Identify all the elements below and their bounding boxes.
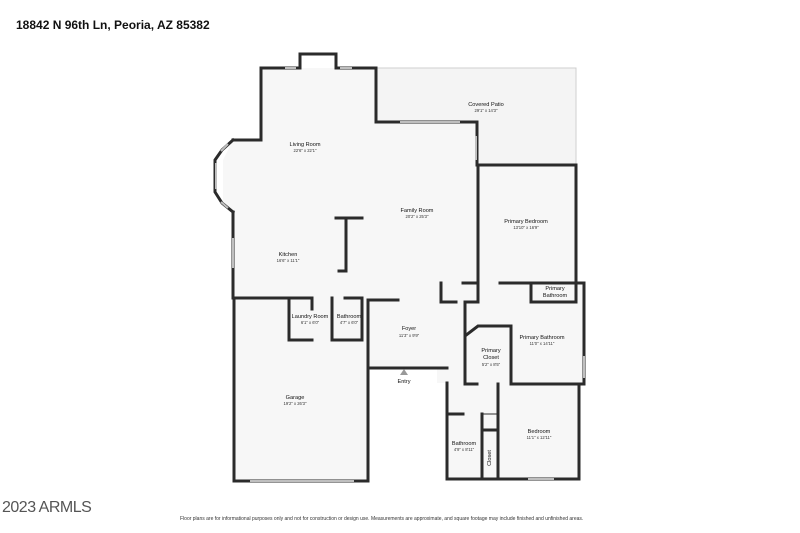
garage-dimensions: 19'2" x 26'3" [284,401,307,406]
garage-label: Garage [286,395,305,401]
bedroom-dimensions: 11'1" x 12'11" [527,435,552,440]
laundry-room-label: Laundry Room [292,314,329,320]
living-room-dimensions: 22'6" x 22'1" [294,148,317,153]
covered-patio-label: Covered Patio [468,102,503,108]
bathroom-2-dimensions: 4'9" x 8'11" [454,447,475,452]
disclaimer-text: Floor plans are for informational purpos… [180,516,584,522]
primary-closet-dimensions: 5'2" x 8'5" [482,362,501,367]
foyer-label: Foyer [402,326,416,332]
bedroom-label: Bedroom [528,429,551,435]
foyer-dimensions: 11'3" x 9'9" [399,333,420,338]
kitchen-label: Kitchen [279,252,298,258]
primary-bathroom-small-label-2: Bathroom [543,293,568,299]
primary-bedroom-label: Primary Bedroom [504,219,548,225]
primary-closet-label-1: Primary [481,348,500,354]
property-address: 18842 N 96th Ln, Peoria, AZ 85382 [16,18,210,32]
entry-arrow-icon [400,369,408,375]
room-labels: Covered Patio 29'1" x 14'3" Living Room … [277,102,568,466]
interior-walls [232,163,581,481]
kitchen-dimensions: 16'6" x 11'1" [277,258,300,263]
laundry-room-dimensions: 6'1" x 6'0" [301,320,320,325]
closet-label: Closet [487,450,493,466]
primary-closet-label-2: Closet [483,355,499,361]
bathroom-1-dimensions: 4'7" x 6'0" [340,320,359,325]
primary-bathroom-label: Primary Bathroom [519,335,564,341]
entry-label: Entry [397,379,410,385]
family-room-dimensions: 20'2" x 25'3" [406,214,429,219]
bathroom-1-label: Bathroom [337,314,362,320]
copyright-watermark: 2023 ARMLS [2,499,92,516]
primary-bedroom-dimensions: 13'10" x 16'9" [513,225,539,230]
interior-floor [223,68,584,481]
bathroom-2-label: Bathroom [452,441,477,447]
living-room-label: Living Room [289,142,320,148]
primary-bathroom-small-label-1: Primary [545,286,564,292]
covered-patio-dimensions: 29'1" x 14'3" [475,108,498,113]
primary-bathroom-dimensions: 11'0" x 14'11" [530,341,555,346]
family-room-label: Family Room [401,208,434,214]
